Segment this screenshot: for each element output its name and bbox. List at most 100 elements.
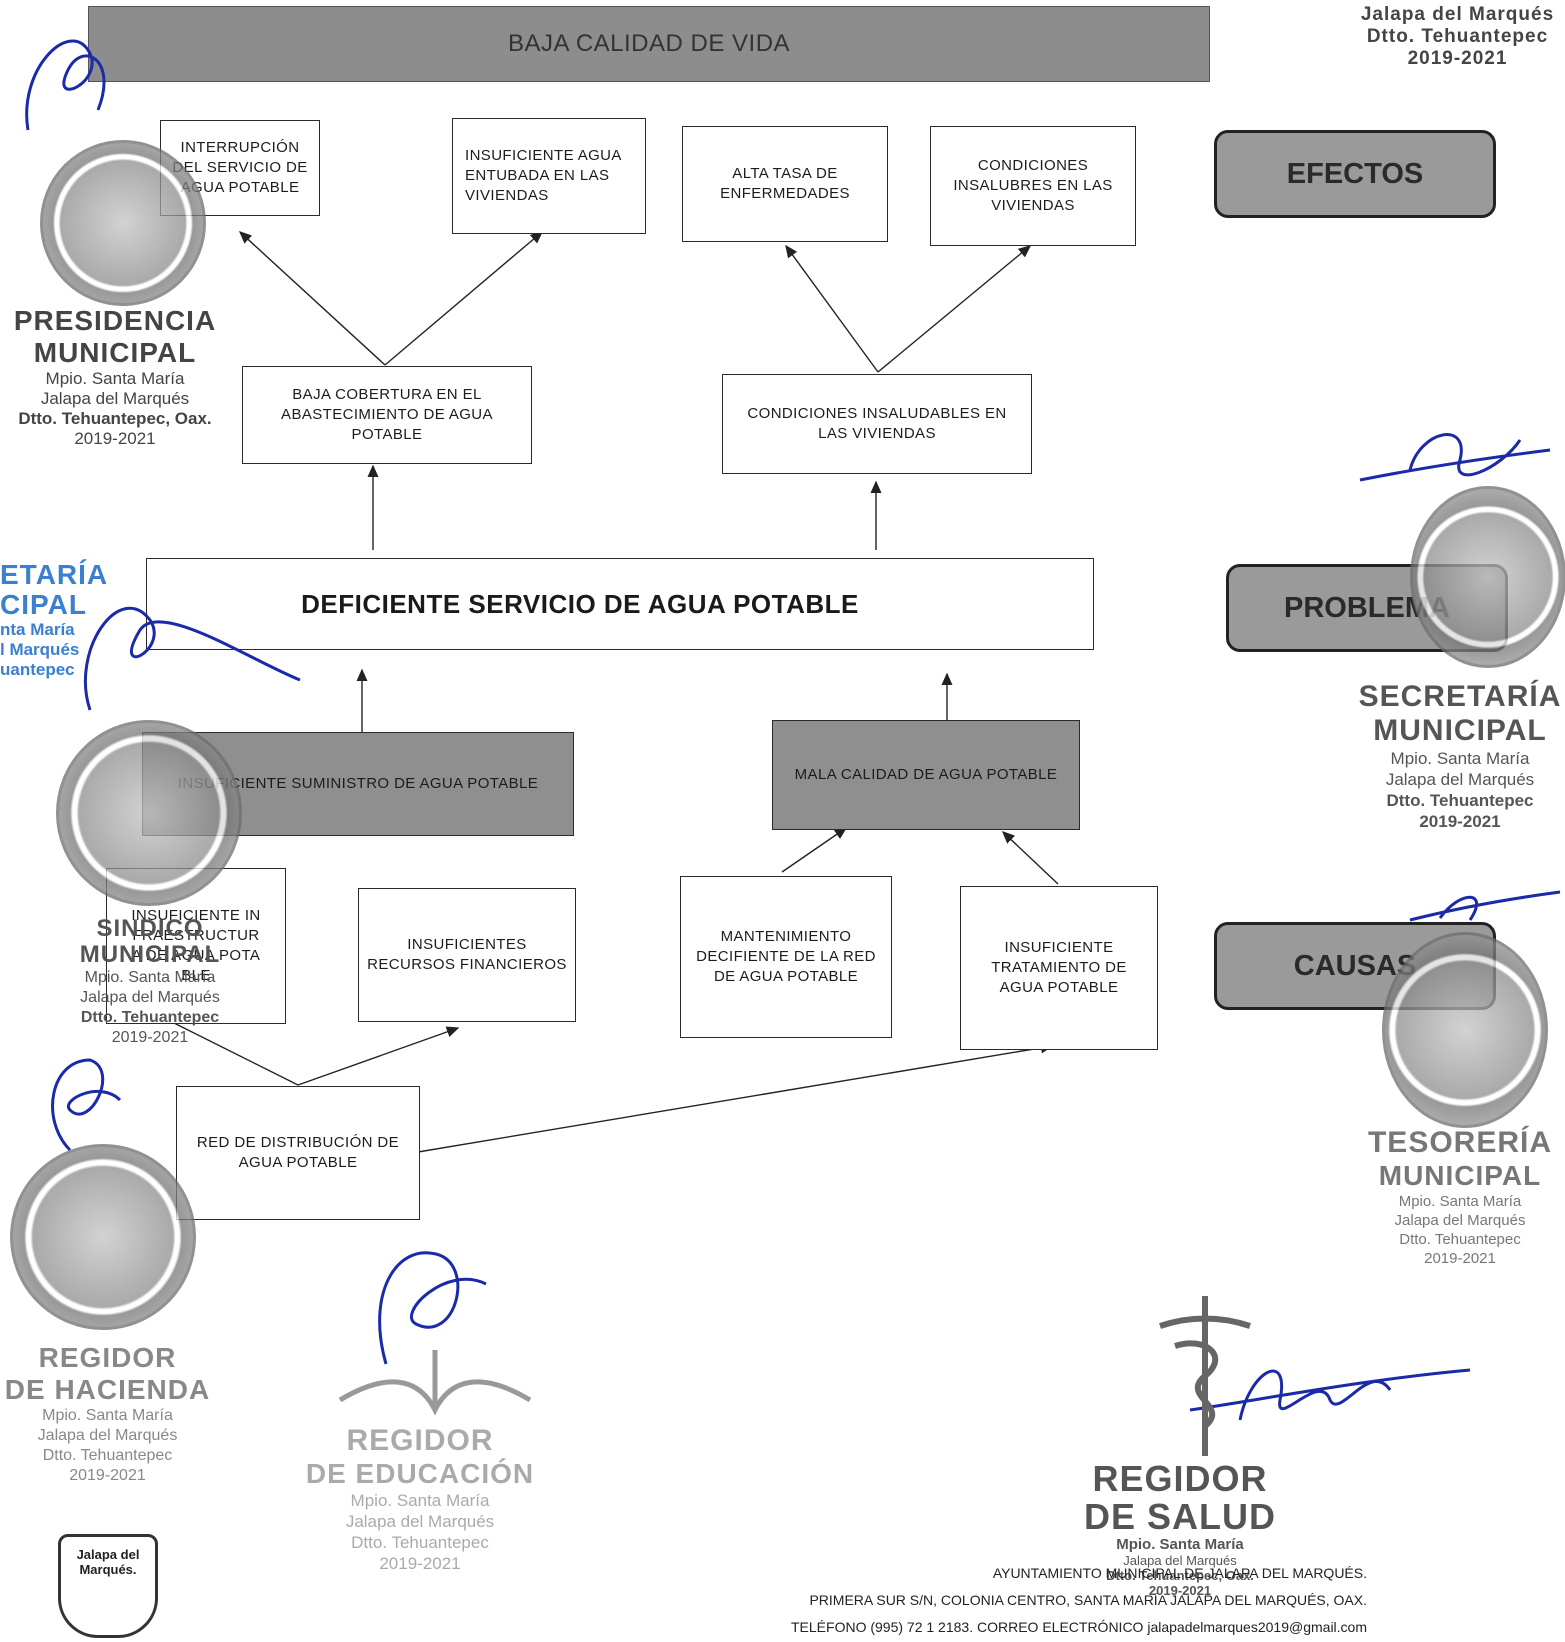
stamp-secretaria-right-line3: Dtto. Tehuantepec [1386, 791, 1534, 810]
effect-alta-tasa-text: ALTA TASA DE ENFERMEDADES [720, 165, 850, 202]
effect-condiciones-insalubres-text: CONDICIONES INSALUBRES EN LAS VIVIENDAS [953, 157, 1113, 214]
stamp-hacienda-line4: 2019-2021 [69, 1467, 146, 1484]
effect-interrupcion-text: INTERRUPCIÓN DEL SERVICIO DE AGUA POTABL… [172, 139, 308, 196]
cause-red-distribucion-text: RED DE DISTRIBUCIÓN DE AGUA POTABLE [196, 1134, 400, 1171]
seal-hacienda-icon [10, 1144, 196, 1330]
stamp-hacienda-line1: Mpio. Santa María [42, 1407, 173, 1424]
seal-secretaria-icon [1410, 486, 1565, 668]
footer-line-1: AYUNTAMIENTO MUNICIPAL DE JALAPA DEL MAR… [992, 1565, 1367, 1581]
stamp-sindico-title2: MUNICIPAL [79, 941, 221, 968]
stamp-sindico-line4: 2019-2021 [111, 1029, 189, 1046]
stamp-secretaria-right-title2: MUNICIPAL [1373, 714, 1547, 747]
cause-insuficientes-recursos-text: INSUFICIENTES RECURSOS FINANCIEROS [367, 936, 567, 973]
stamp-sindico-line1: Mpio. Santa María [84, 969, 216, 986]
jalapa-logo-line2: Marqués. [79, 1562, 137, 1577]
stamp-secretaria-right-line1: Mpio. Santa María [1390, 749, 1530, 768]
stamp-salud-line3: Dtto. Tehuantepec, Oax. [1106, 1568, 1254, 1583]
stamp-hacienda-line2: Jalapa del Marqués [37, 1427, 178, 1444]
caduceus-icon [1159, 1296, 1251, 1456]
stamp-presidencia-title: PRESIDENCIA [13, 305, 217, 336]
stamp-tesoreria-line1: Mpio. Santa María [1398, 1193, 1522, 1210]
stamp-sindico: SINDICO MUNICIPAL Mpio. Santa María Jala… [50, 916, 250, 1048]
signature-secretaria-right-icon [1359, 433, 1551, 482]
stamp-secretaria-right-line2: Jalapa del Marqués [1385, 770, 1535, 789]
effect-insuficiente-agua-box: INSUFICIENTE AGUA ENTUBADA EN LAS VIVIEN… [452, 118, 646, 234]
stamp-educacion-title: REGIDOR [346, 1424, 494, 1457]
stamp-sindico-line3: Dtto. Tehuantepec [80, 1009, 220, 1026]
stamp-educacion-line3: Dtto. Tehuantepec [351, 1533, 489, 1552]
stamp-presidencia-line2: Jalapa del Marqués [40, 389, 190, 408]
stamp-tesoreria: TESORERÍA MUNICIPAL Mpio. Santa María Ja… [1355, 1126, 1565, 1268]
open-book-icon [338, 1350, 532, 1416]
cause-mala-calidad-text: MALA CALIDAD DE AGUA POTABLE [794, 766, 1058, 783]
problem-box: DEFICIENTE SERVICIO DE AGUA POTABLE [146, 558, 1094, 650]
cause-red-distribucion-box: RED DE DISTRIBUCIÓN DE AGUA POTABLE [176, 1086, 420, 1220]
stamp-salud-title: REGIDOR [1092, 1458, 1268, 1499]
stamp-top-right-line1: Jalapa del Marqués [1360, 4, 1555, 25]
effect-baja-cobertura-text: BAJA COBERTURA EN EL ABASTECIMIENTO DE A… [281, 386, 493, 443]
signature-educacion-icon [378, 1251, 487, 1365]
effect-condiciones-insaludables-box: CONDICIONES INSALUDABLES EN LAS VIVIENDA… [722, 374, 1032, 474]
legend-efectos: EFECTOS [1214, 130, 1496, 218]
stamp-salud-title2: DE SALUD [1083, 1496, 1276, 1537]
stamp-secretaria-left: ETARÍA CIPAL nta María l Marqués uantepe… [0, 560, 130, 680]
stamp-secretaria-left-line4: l Marqués [0, 640, 80, 659]
stamp-secretaria-right-line4: 2019-2021 [1419, 812, 1501, 831]
effect-insuficiente-agua-text: INSUFICIENTE AGUA ENTUBADA EN LAS VIVIEN… [465, 147, 621, 204]
jalapa-logo-line1: Jalapa del [76, 1547, 140, 1562]
stamp-educacion: REGIDOR DE EDUCACIÓN Mpio. Santa María J… [300, 1424, 540, 1574]
stamp-sindico-title: SINDICO [96, 915, 204, 942]
effect-alta-tasa-box: ALTA TASA DE ENFERMEDADES [682, 126, 888, 242]
stamp-tesoreria-line3: Dtto. Tehuantepec [1399, 1231, 1521, 1248]
stamp-salud-line2: Jalapa del Marqués [1123, 1553, 1237, 1568]
signature-sindico-icon [51, 1058, 122, 1152]
seal-tesoreria-icon [1382, 932, 1548, 1128]
stamp-hacienda: REGIDOR DE HACIENDA Mpio. Santa María Ja… [0, 1342, 215, 1486]
stamp-educacion-line1: Mpio. Santa María [350, 1491, 490, 1510]
stamp-presidencia-line1: Mpio. Santa María [45, 369, 185, 388]
effect-baja-cobertura-box: BAJA COBERTURA EN EL ABASTECIMIENTO DE A… [242, 366, 532, 464]
stamp-top-right-line2: Dtto. Tehuantepec [1366, 26, 1549, 47]
cause-mantenimiento-box: MANTENIMIENTO DECIFIENTE DE LA RED DE AG… [680, 876, 892, 1038]
cause-insuficiente-tratamiento-box: INSUFICIENTE TRATAMIENTO DE AGUA POTABLE [960, 886, 1158, 1050]
stamp-presidencia-line3: Dtto. Tehuantepec, Oax. [18, 409, 212, 428]
cause-insuficiente-infraestructura-text: INSUFICIENTE INFRAESTRUCTURA DE AGUA POT… [131, 907, 261, 984]
jalapa-logo-badge: Jalapa del Marqués. [58, 1534, 158, 1638]
stamp-tesoreria-line4: 2019-2021 [1424, 1250, 1496, 1267]
stamp-secretaria-left-line2: CIPAL [0, 589, 87, 620]
stamp-top-right-line3: 2019-2021 [1407, 48, 1508, 69]
legend-efectos-text: EFECTOS [1286, 157, 1424, 190]
effect-condiciones-insalubres-box: CONDICIONES INSALUBRES EN LAS VIVIENDAS [930, 126, 1136, 246]
stamp-educacion-title2: DE EDUCACIÓN [305, 1458, 535, 1489]
footer-line-3: TELÉFONO (995) 72 1 2183. CORREO ELECTRÓ… [791, 1619, 1367, 1635]
seal-sindico-icon [56, 720, 242, 906]
cause-mantenimiento-text: MANTENIMIENTO DECIFIENTE DE LA RED DE AG… [696, 928, 876, 985]
problem-text: DEFICIENTE SERVICIO DE AGUA POTABLE [301, 588, 859, 619]
cause-mala-calidad-box: MALA CALIDAD DE AGUA POTABLE [772, 720, 1080, 830]
signature-presidente-icon [25, 39, 106, 131]
stamp-salud: REGIDOR DE SALUD Mpio. Santa María Jalap… [1060, 1458, 1300, 1599]
stamp-educacion-line4: 2019-2021 [379, 1554, 461, 1573]
stamp-presidencia-line4: 2019-2021 [74, 429, 156, 448]
stamp-sindico-line2: Jalapa del Marqués [80, 989, 220, 1006]
stamp-secretaria-left-line1: ETARÍA [0, 559, 109, 590]
stamp-educacion-line2: Jalapa del Marqués [345, 1512, 495, 1531]
stamp-hacienda-line3: Dtto. Tehuantepec [42, 1447, 173, 1464]
top-effect-bar: BAJA CALIDAD DE VIDA [88, 6, 1210, 82]
seal-presidencia-icon [40, 140, 206, 306]
stamp-presidencia-title2: MUNICIPAL [33, 337, 197, 368]
stamp-top-right: Jalapa del Marqués Dtto. Tehuantepec 201… [1350, 4, 1565, 70]
cause-insuficientes-recursos-box: INSUFICIENTES RECURSOS FINANCIEROS [358, 888, 576, 1022]
stamp-secretaria-right: SECRETARÍA MUNICIPAL Mpio. Santa María J… [1355, 680, 1565, 832]
footer-line-2: PRIMERA SUR S/N, COLONIA CENTRO, SANTA M… [809, 1592, 1367, 1608]
signature-tesoreria-icon [1409, 890, 1561, 922]
stamp-secretaria-left-line3: nta María [0, 620, 75, 639]
cause-insuficiente-suministro-text: INSUFICIENTE SUMINISTRO DE AGUA POTABLE [177, 775, 539, 792]
stamp-tesoreria-line2: Jalapa del Marqués [1394, 1212, 1526, 1229]
signature-secretaria-left-icon [84, 606, 301, 711]
stamp-hacienda-title: REGIDOR [38, 1342, 177, 1373]
stamp-presidencia: PRESIDENCIA MUNICIPAL Mpio. Santa María … [0, 305, 230, 449]
stamp-secretaria-left-line5: uantepec [0, 660, 75, 679]
signature-salud-icon [1189, 1368, 1471, 1421]
